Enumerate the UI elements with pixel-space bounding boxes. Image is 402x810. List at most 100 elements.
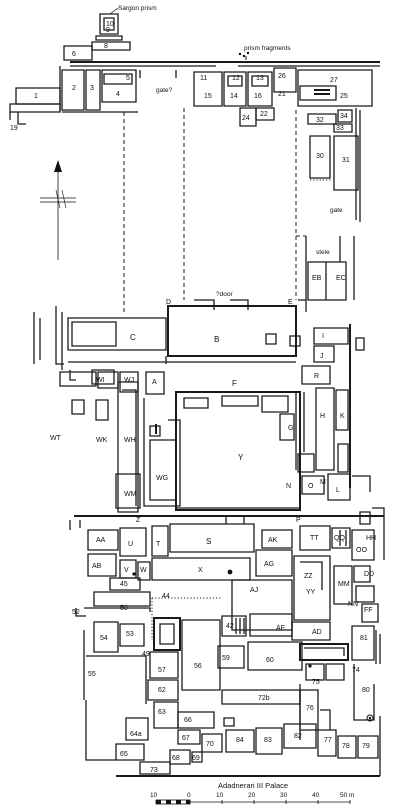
room-label-G: G (288, 425, 293, 432)
room-label-2: 2 (72, 85, 76, 92)
annotation-gate-north: gate? (156, 87, 173, 94)
annotation-door: ?door (216, 291, 233, 298)
room-label-76: 76 (306, 705, 314, 712)
room-label-3: 3 (90, 85, 94, 92)
room-label-22: 22 (260, 111, 268, 118)
room-label-64a: 64a (130, 731, 142, 738)
room-label-9: 9 (106, 27, 110, 34)
room-label-80: 80 (362, 687, 370, 694)
room-label-TT: TT (310, 535, 319, 542)
annotations: Sargon prism prism fragments gate? gate … (109, 5, 343, 790)
room-label-25: 25 (340, 93, 348, 100)
room-labels: 10 9 8 6 1 2 3 4 5 19 11 12 13 14 15 16 … (10, 21, 376, 774)
room-label-77: 77 (324, 737, 332, 744)
room-label-AD: AD (312, 629, 322, 636)
room-label-73: 73 (150, 767, 158, 774)
room-label-L: L (336, 487, 340, 494)
room-label-4: 4 (116, 91, 120, 98)
annotation-palace: Adadnerari III Palace (218, 781, 288, 790)
room-label-NN: NN (348, 601, 358, 608)
room-label-26: 26 (278, 73, 286, 80)
annotation-stele: stele (316, 249, 330, 256)
room-label-13: 13 (256, 75, 264, 82)
room-label-45: 45 (120, 581, 128, 588)
room-label-WT: WT (50, 435, 62, 442)
room-label-16: 16 (254, 93, 262, 100)
room-label-O: O (308, 483, 314, 490)
room-label-70: 70 (206, 741, 214, 748)
room-label-62: 62 (158, 687, 166, 694)
annotation-sargon-prism: Sargon prism (118, 5, 157, 12)
room-label-S: S (206, 537, 211, 546)
scale-bar: 10 0 10 20 30 40 50 m (150, 792, 354, 805)
room-label-N: N (286, 483, 291, 490)
room-label-82: 82 (294, 733, 302, 740)
room-label-Y: Y (238, 453, 244, 462)
room-label-21: 21 (278, 91, 286, 98)
room-label-27: 27 (330, 77, 338, 84)
room-label-54: 54 (100, 635, 108, 642)
room-label-D: D (166, 299, 171, 306)
room-label-49: 49 (142, 651, 150, 658)
scale-unit: m (349, 792, 354, 799)
room-label-I: I (322, 333, 324, 340)
room-label-WM: WM (124, 491, 137, 498)
room-label-M: M (320, 479, 326, 486)
room-label-WG: WG (156, 475, 168, 482)
scale-tick-4: 30 (280, 792, 288, 799)
room-label-K: K (340, 413, 345, 420)
room-label-69: 69 (192, 755, 200, 762)
room-label-15: 15 (204, 93, 212, 100)
room-label-DD: DD (364, 571, 374, 578)
north-arrow-icon (40, 160, 76, 260)
room-label-53: 53 (126, 631, 134, 638)
room-label-P: P (296, 517, 301, 524)
room-label-QQ: QQ (334, 535, 345, 542)
north-wing-walls (9, 13, 380, 222)
north-court-outline (123, 108, 306, 312)
room-label-34: 34 (340, 113, 348, 120)
room-label-65: 65 (120, 751, 128, 758)
room-label-57: 57 (158, 667, 166, 674)
room-label-44: 44 (162, 593, 170, 600)
room-label-AG: AG (264, 561, 274, 568)
room-label-79: 79 (362, 743, 370, 750)
room-label-8: 8 (104, 43, 108, 50)
room-label-1: 1 (34, 93, 38, 100)
room-label-68: 68 (172, 755, 180, 762)
room-label-11: 11 (200, 75, 207, 82)
scale-tick-0: 10 (150, 792, 158, 799)
central-block-walls (33, 236, 355, 393)
room-label-24: 24 (242, 115, 250, 122)
room-label-F: F (232, 379, 237, 388)
column-bases (132, 569, 374, 722)
room-label-83: 83 (264, 737, 272, 744)
scale-tick-1: 0 (187, 792, 191, 799)
room-label-AB: AB (92, 563, 102, 570)
east-wing-walls (295, 324, 371, 501)
room-label-75: 75 (312, 679, 320, 686)
room-label-12: 12 (232, 75, 240, 82)
room-label-55: 55 (88, 671, 96, 678)
room-label-42: 42 (226, 623, 234, 630)
room-label-FF: FF (364, 607, 373, 614)
annotation-prism-fragments: prism fragments (244, 45, 291, 52)
west-wing-walls (69, 369, 181, 513)
room-label-OO: OO (356, 547, 367, 554)
room-label-31: 31 (342, 157, 350, 164)
room-label-32: 32 (316, 117, 324, 124)
room-label-19: 19 (10, 125, 18, 132)
room-label-14: 14 (230, 93, 238, 100)
room-label-ZZ: ZZ (304, 573, 313, 580)
scale-tick-6: 50 (340, 792, 348, 799)
scale-tick-5: 40 (312, 792, 320, 799)
room-label-WH: WH (124, 437, 136, 444)
room-label-EC: EC (336, 275, 346, 282)
room-label-B: B (214, 335, 219, 344)
scale-tick-3: 20 (248, 792, 256, 799)
room-label-72b: 72b (258, 695, 270, 702)
room-label-AA: AA (96, 537, 106, 544)
room-label-C: C (130, 333, 136, 342)
annotation-gate-east: gate (330, 207, 343, 214)
room-label-63: 63 (158, 709, 166, 716)
